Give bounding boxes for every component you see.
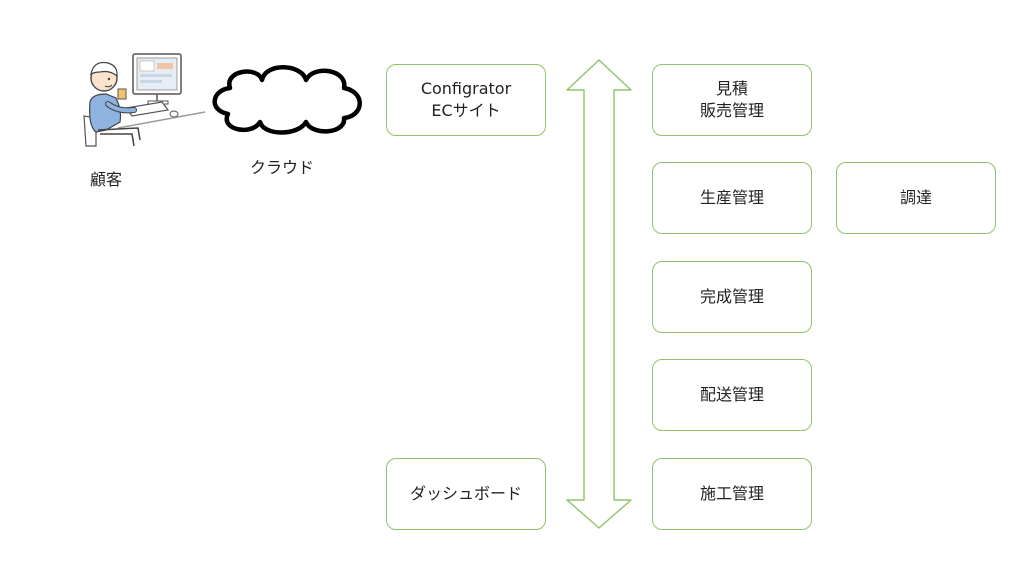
estimate-sales-management-box: 見積 販売管理 [652,64,812,136]
delivery-management-box: 配送管理 [652,359,812,431]
customer-label: 顧客 [90,170,123,189]
construction-management-box: 施工管理 [652,458,812,530]
configurator-ec-site-box: Configrator ECサイト [386,64,546,136]
cloud-label: クラウド [250,158,315,177]
procurement-box: 調達 [836,162,996,234]
completion-management-box: 完成管理 [652,261,812,333]
production-management-box: 生産管理 [652,162,812,234]
dashboard-box: ダッシュボード [386,458,546,530]
